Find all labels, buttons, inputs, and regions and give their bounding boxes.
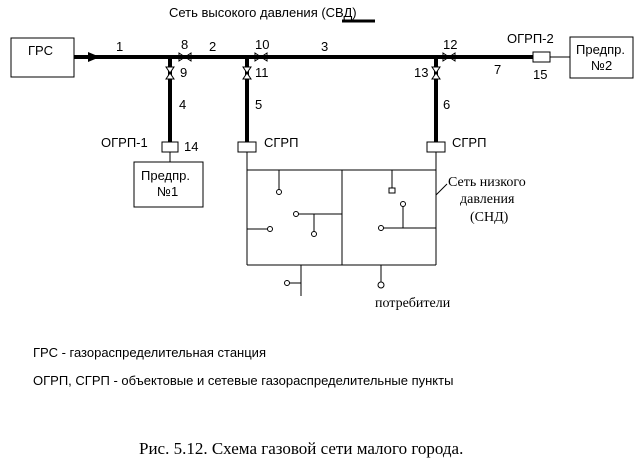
low-net-label-line1: Сеть низкого bbox=[448, 175, 526, 190]
segment-number-5: 5 bbox=[255, 97, 262, 112]
enterprise-2-line2: №2 bbox=[591, 58, 612, 73]
valve-number-8: 8 bbox=[181, 37, 188, 52]
sgrp-left-box bbox=[237, 141, 257, 153]
ogrp1-label: ОГРП-1 bbox=[101, 135, 148, 150]
consumer-node bbox=[293, 211, 342, 237]
consumer-node bbox=[388, 170, 396, 194]
ogrp2-box bbox=[532, 51, 551, 63]
consumer-node bbox=[247, 226, 273, 232]
valve-number-9: 9 bbox=[180, 65, 187, 80]
low-net-label-leader bbox=[435, 183, 448, 196]
consumer-node bbox=[276, 170, 282, 195]
enterprise-2-box bbox=[569, 36, 634, 79]
diagram-title: Сеть высокого давления (СВД) bbox=[169, 5, 357, 20]
consumers-label: потребители bbox=[375, 296, 451, 311]
valve-number-10: 10 bbox=[255, 37, 269, 52]
consumer-node bbox=[377, 265, 385, 289]
enterprise-1-line2: №1 bbox=[157, 184, 178, 199]
label-number-14: 14 bbox=[184, 139, 198, 154]
segment-number-4: 4 bbox=[179, 97, 186, 112]
valve-number-12: 12 bbox=[443, 37, 457, 52]
enterprise-1-box bbox=[133, 161, 204, 208]
segment-number-1: 1 bbox=[116, 39, 123, 54]
sgrp-right-label: СГРП bbox=[452, 135, 486, 150]
consumer-node bbox=[284, 265, 302, 296]
ogrp2-label: ОГРП-2 bbox=[507, 31, 554, 46]
enterprise-1-line1: Предпр. bbox=[141, 168, 190, 183]
consumer-node bbox=[378, 201, 436, 231]
legend-grs: ГРС - газораспределительная станция bbox=[33, 345, 266, 360]
enterprise-2-line1: Предпр. bbox=[576, 42, 625, 57]
segment-number-7: 7 bbox=[494, 62, 501, 77]
segment-number-2: 2 bbox=[209, 39, 216, 54]
valve-9 bbox=[165, 66, 175, 80]
valve-8 bbox=[178, 52, 192, 62]
valve-12 bbox=[442, 52, 456, 62]
valve-number-11: 11 bbox=[255, 65, 269, 80]
valve-10 bbox=[254, 52, 268, 62]
label-number-15: 15 bbox=[533, 67, 547, 82]
valve-11 bbox=[242, 66, 252, 80]
legend-grp: ОГРП, СГРП - объектовые и сетевые газора… bbox=[33, 373, 453, 388]
sgrp-left-label: СГРП bbox=[264, 135, 298, 150]
low-net-label-line2: давления bbox=[460, 192, 515, 207]
valve-number-13: 13 bbox=[414, 65, 428, 80]
valve-13 bbox=[431, 66, 441, 80]
figure-caption: Рис. 5.12. Схема газовой сети малого гор… bbox=[139, 439, 463, 458]
ogrp1-box bbox=[161, 141, 179, 153]
sgrp-right-box bbox=[426, 141, 446, 153]
low-net-label-line3: (СНД) bbox=[470, 210, 509, 225]
segment-number-6: 6 bbox=[443, 97, 450, 112]
low-pressure-network bbox=[246, 152, 437, 266]
flow-arrow bbox=[88, 52, 100, 62]
grs-label: ГРС bbox=[28, 43, 53, 58]
segment-number-3: 3 bbox=[321, 39, 328, 54]
